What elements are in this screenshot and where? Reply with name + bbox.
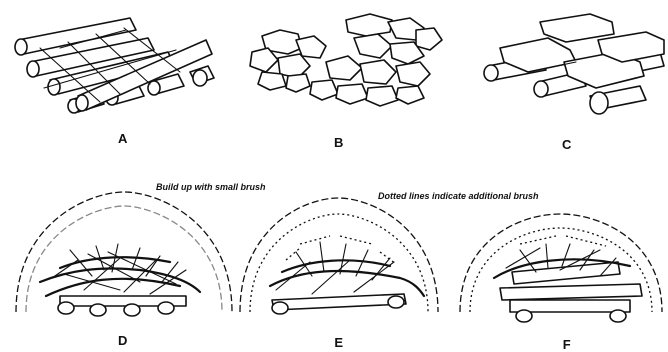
figure-f-log-fire-lay — [460, 214, 662, 322]
caption-dotted-lines: Dotted lines indicate additional brush — [378, 191, 539, 201]
figure-label-b: B — [334, 135, 344, 150]
figure-label-f: F — [563, 337, 571, 352]
figure-label-a: A — [118, 131, 128, 146]
figure-label-c: C — [562, 137, 572, 152]
figure-label-e: E — [334, 335, 343, 350]
figure-a-log-platform — [15, 18, 214, 113]
figure-label-d: D — [118, 333, 128, 348]
caption-build-up: Build up with small brush — [156, 182, 266, 192]
figure-b-stone-bed — [250, 14, 442, 106]
figure-e-brush-fire-lay — [240, 198, 438, 314]
figure-d-brush-fire-lay — [16, 192, 232, 316]
figure-c-slab-platform — [484, 14, 664, 114]
